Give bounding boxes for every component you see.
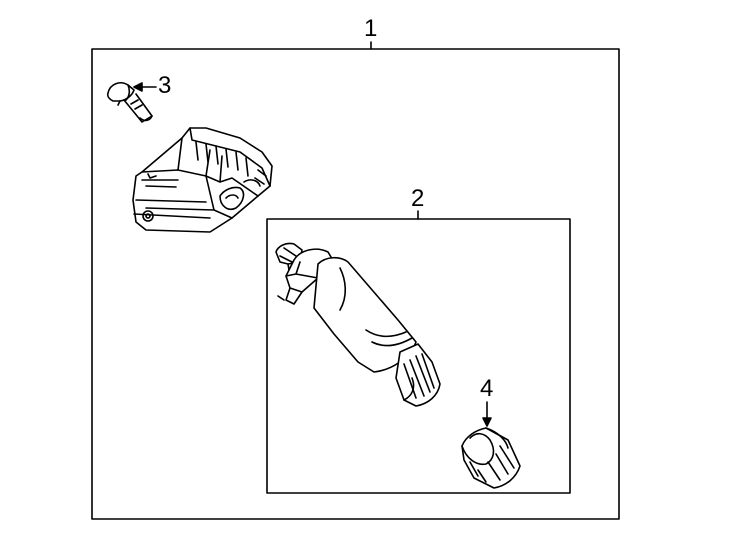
- cap-part: [461, 427, 521, 489]
- callout-1: 1: [364, 15, 378, 42]
- leader-arrow-3: [133, 82, 157, 92]
- callout-3: 3: [158, 72, 172, 99]
- screw-part: [106, 82, 153, 123]
- valve-stem-part: [275, 242, 441, 407]
- callout-4: 4: [480, 375, 494, 402]
- tpms-sensor-part: [132, 127, 273, 233]
- callout-2: 2: [411, 185, 425, 212]
- leader-arrow-4: [482, 401, 492, 427]
